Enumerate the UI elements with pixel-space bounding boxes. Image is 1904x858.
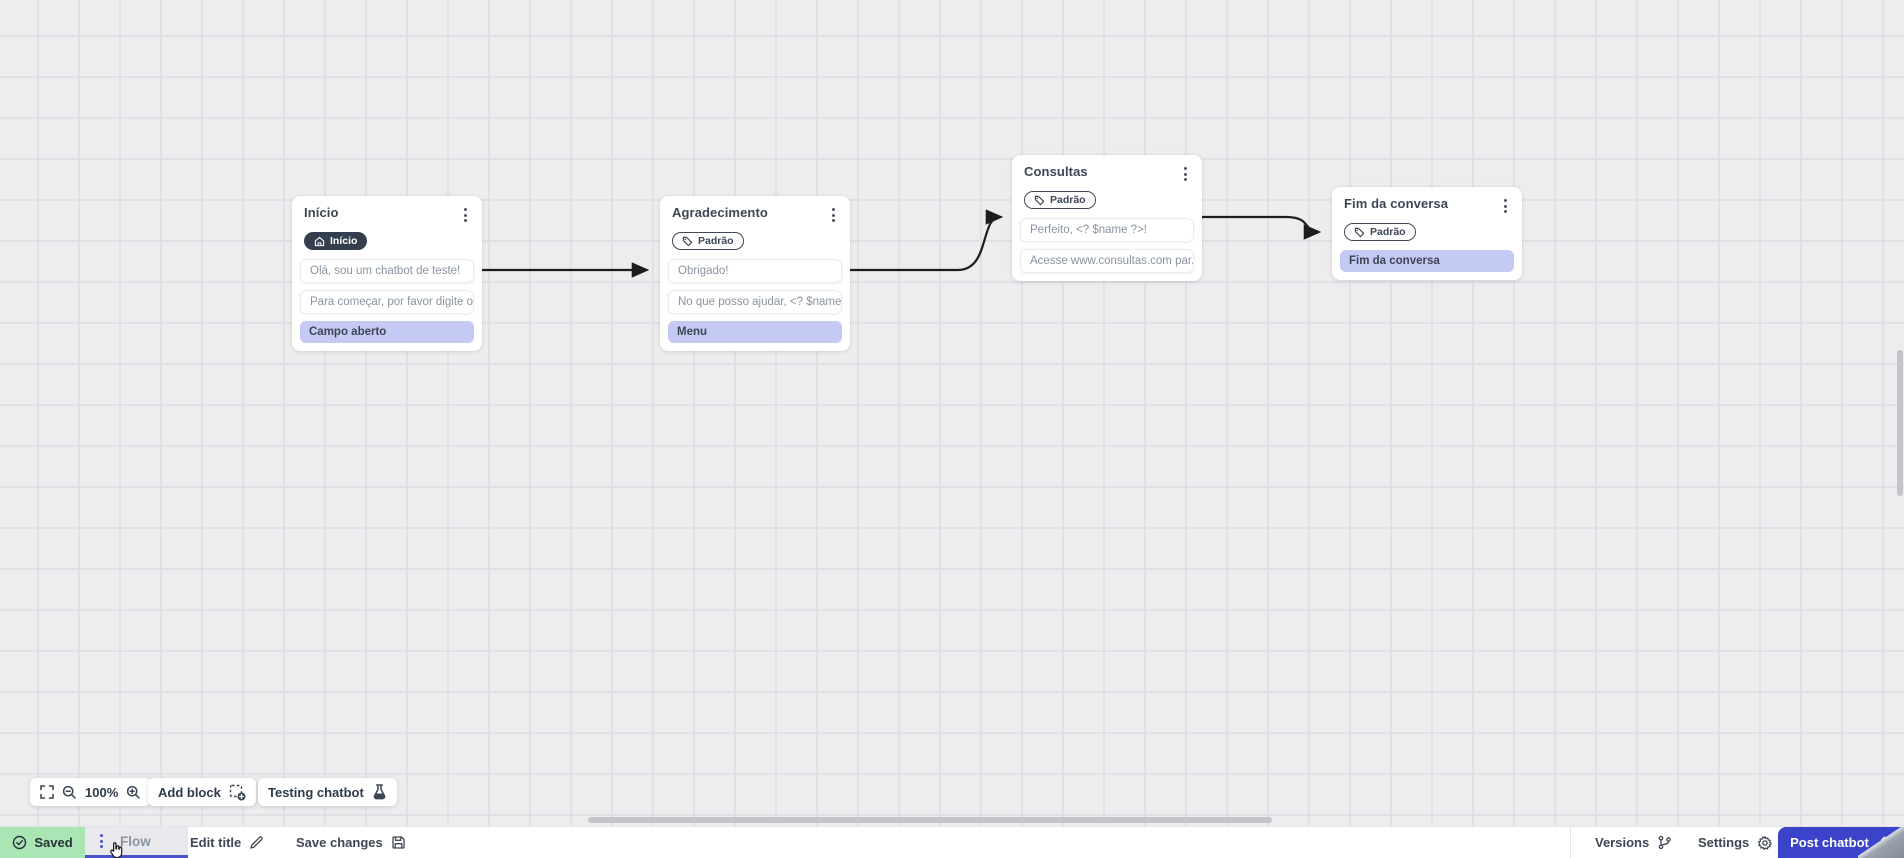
action-block[interactable]: Fim da conversa bbox=[1340, 249, 1514, 272]
fullscreen-icon[interactable] bbox=[40, 785, 54, 799]
home-icon bbox=[314, 236, 325, 246]
node-title: Fim da conversa bbox=[1344, 196, 1449, 211]
node-agradecimento[interactable]: Agradecimento Padrão Obrigado! No que po… bbox=[660, 196, 850, 351]
message-bubble[interactable]: Olá, sou um chatbot de teste! bbox=[300, 258, 474, 283]
pencil-icon bbox=[250, 836, 263, 849]
vertical-scrollbar[interactable] bbox=[1897, 350, 1903, 496]
add-block-icon bbox=[229, 784, 246, 800]
default-badge: Padrão bbox=[672, 232, 744, 250]
message-bubble[interactable]: Obrigado! bbox=[668, 258, 842, 283]
action-block[interactable]: Menu bbox=[668, 320, 842, 343]
node-menu-icon[interactable] bbox=[1499, 196, 1512, 216]
action-block[interactable]: Campo aberto bbox=[300, 320, 474, 343]
tag-icon bbox=[682, 236, 693, 246]
zoom-level: 100% bbox=[85, 784, 119, 800]
zoom-in-icon[interactable] bbox=[126, 785, 141, 800]
message-bubble[interactable]: Para começar, por favor digite o ... bbox=[300, 289, 474, 314]
horizontal-scrollbar[interactable] bbox=[588, 817, 1272, 823]
corner-wedge bbox=[1858, 827, 1904, 858]
save-status-badge: Saved bbox=[0, 827, 85, 858]
flow-menu-icon[interactable] bbox=[95, 831, 108, 851]
node-menu-icon[interactable] bbox=[827, 205, 840, 225]
git-branch-icon bbox=[1658, 835, 1672, 850]
save-changes-button[interactable]: Save changes bbox=[296, 827, 406, 858]
default-badge: Padrão bbox=[1024, 191, 1096, 209]
node-title: Consultas bbox=[1024, 164, 1088, 179]
node-inicio[interactable]: Início Início Olá, sou um chatbot de tes… bbox=[292, 196, 482, 351]
save-icon bbox=[392, 836, 405, 849]
flask-icon bbox=[373, 784, 386, 800]
tag-icon bbox=[1034, 195, 1045, 205]
settings-button[interactable]: Settings bbox=[1698, 827, 1773, 858]
bottom-toolbar: Saved Flow Edit title Save changes Versi… bbox=[0, 826, 1904, 858]
versions-button[interactable]: Versions bbox=[1595, 827, 1672, 858]
testing-chatbot-button[interactable]: Testing chatbot bbox=[258, 778, 397, 806]
node-fim-da-conversa[interactable]: Fim da conversa Padrão Fim da conversa bbox=[1332, 187, 1522, 280]
mouse-cursor-hand bbox=[110, 842, 123, 858]
edit-title-button[interactable]: Edit title bbox=[190, 827, 264, 858]
tab-flow[interactable]: Flow bbox=[85, 827, 188, 858]
message-bubble[interactable]: Perfeito, <? $name ?>! bbox=[1020, 217, 1194, 242]
add-block-button[interactable]: Add block bbox=[148, 778, 256, 806]
default-badge: Padrão bbox=[1344, 223, 1416, 241]
gear-icon bbox=[1758, 835, 1773, 850]
node-menu-icon[interactable] bbox=[1179, 164, 1192, 184]
start-badge: Início bbox=[304, 232, 368, 250]
toolbar-divider bbox=[1570, 827, 1571, 858]
zoom-out-icon[interactable] bbox=[62, 785, 77, 800]
node-consultas[interactable]: Consultas Padrão Perfeito, <? $name ?>! … bbox=[1012, 155, 1202, 281]
message-bubble[interactable]: No que posso ajudar, <? $name ... bbox=[668, 289, 842, 314]
zoom-toolbar[interactable]: 100% bbox=[30, 778, 152, 806]
node-title: Início bbox=[304, 205, 339, 220]
check-circle-icon bbox=[13, 835, 27, 850]
tag-icon bbox=[1354, 227, 1365, 237]
node-menu-icon[interactable] bbox=[459, 205, 472, 225]
node-title: Agradecimento bbox=[672, 205, 768, 220]
message-bubble[interactable]: Acesse www.consultas.com par... bbox=[1020, 248, 1194, 273]
